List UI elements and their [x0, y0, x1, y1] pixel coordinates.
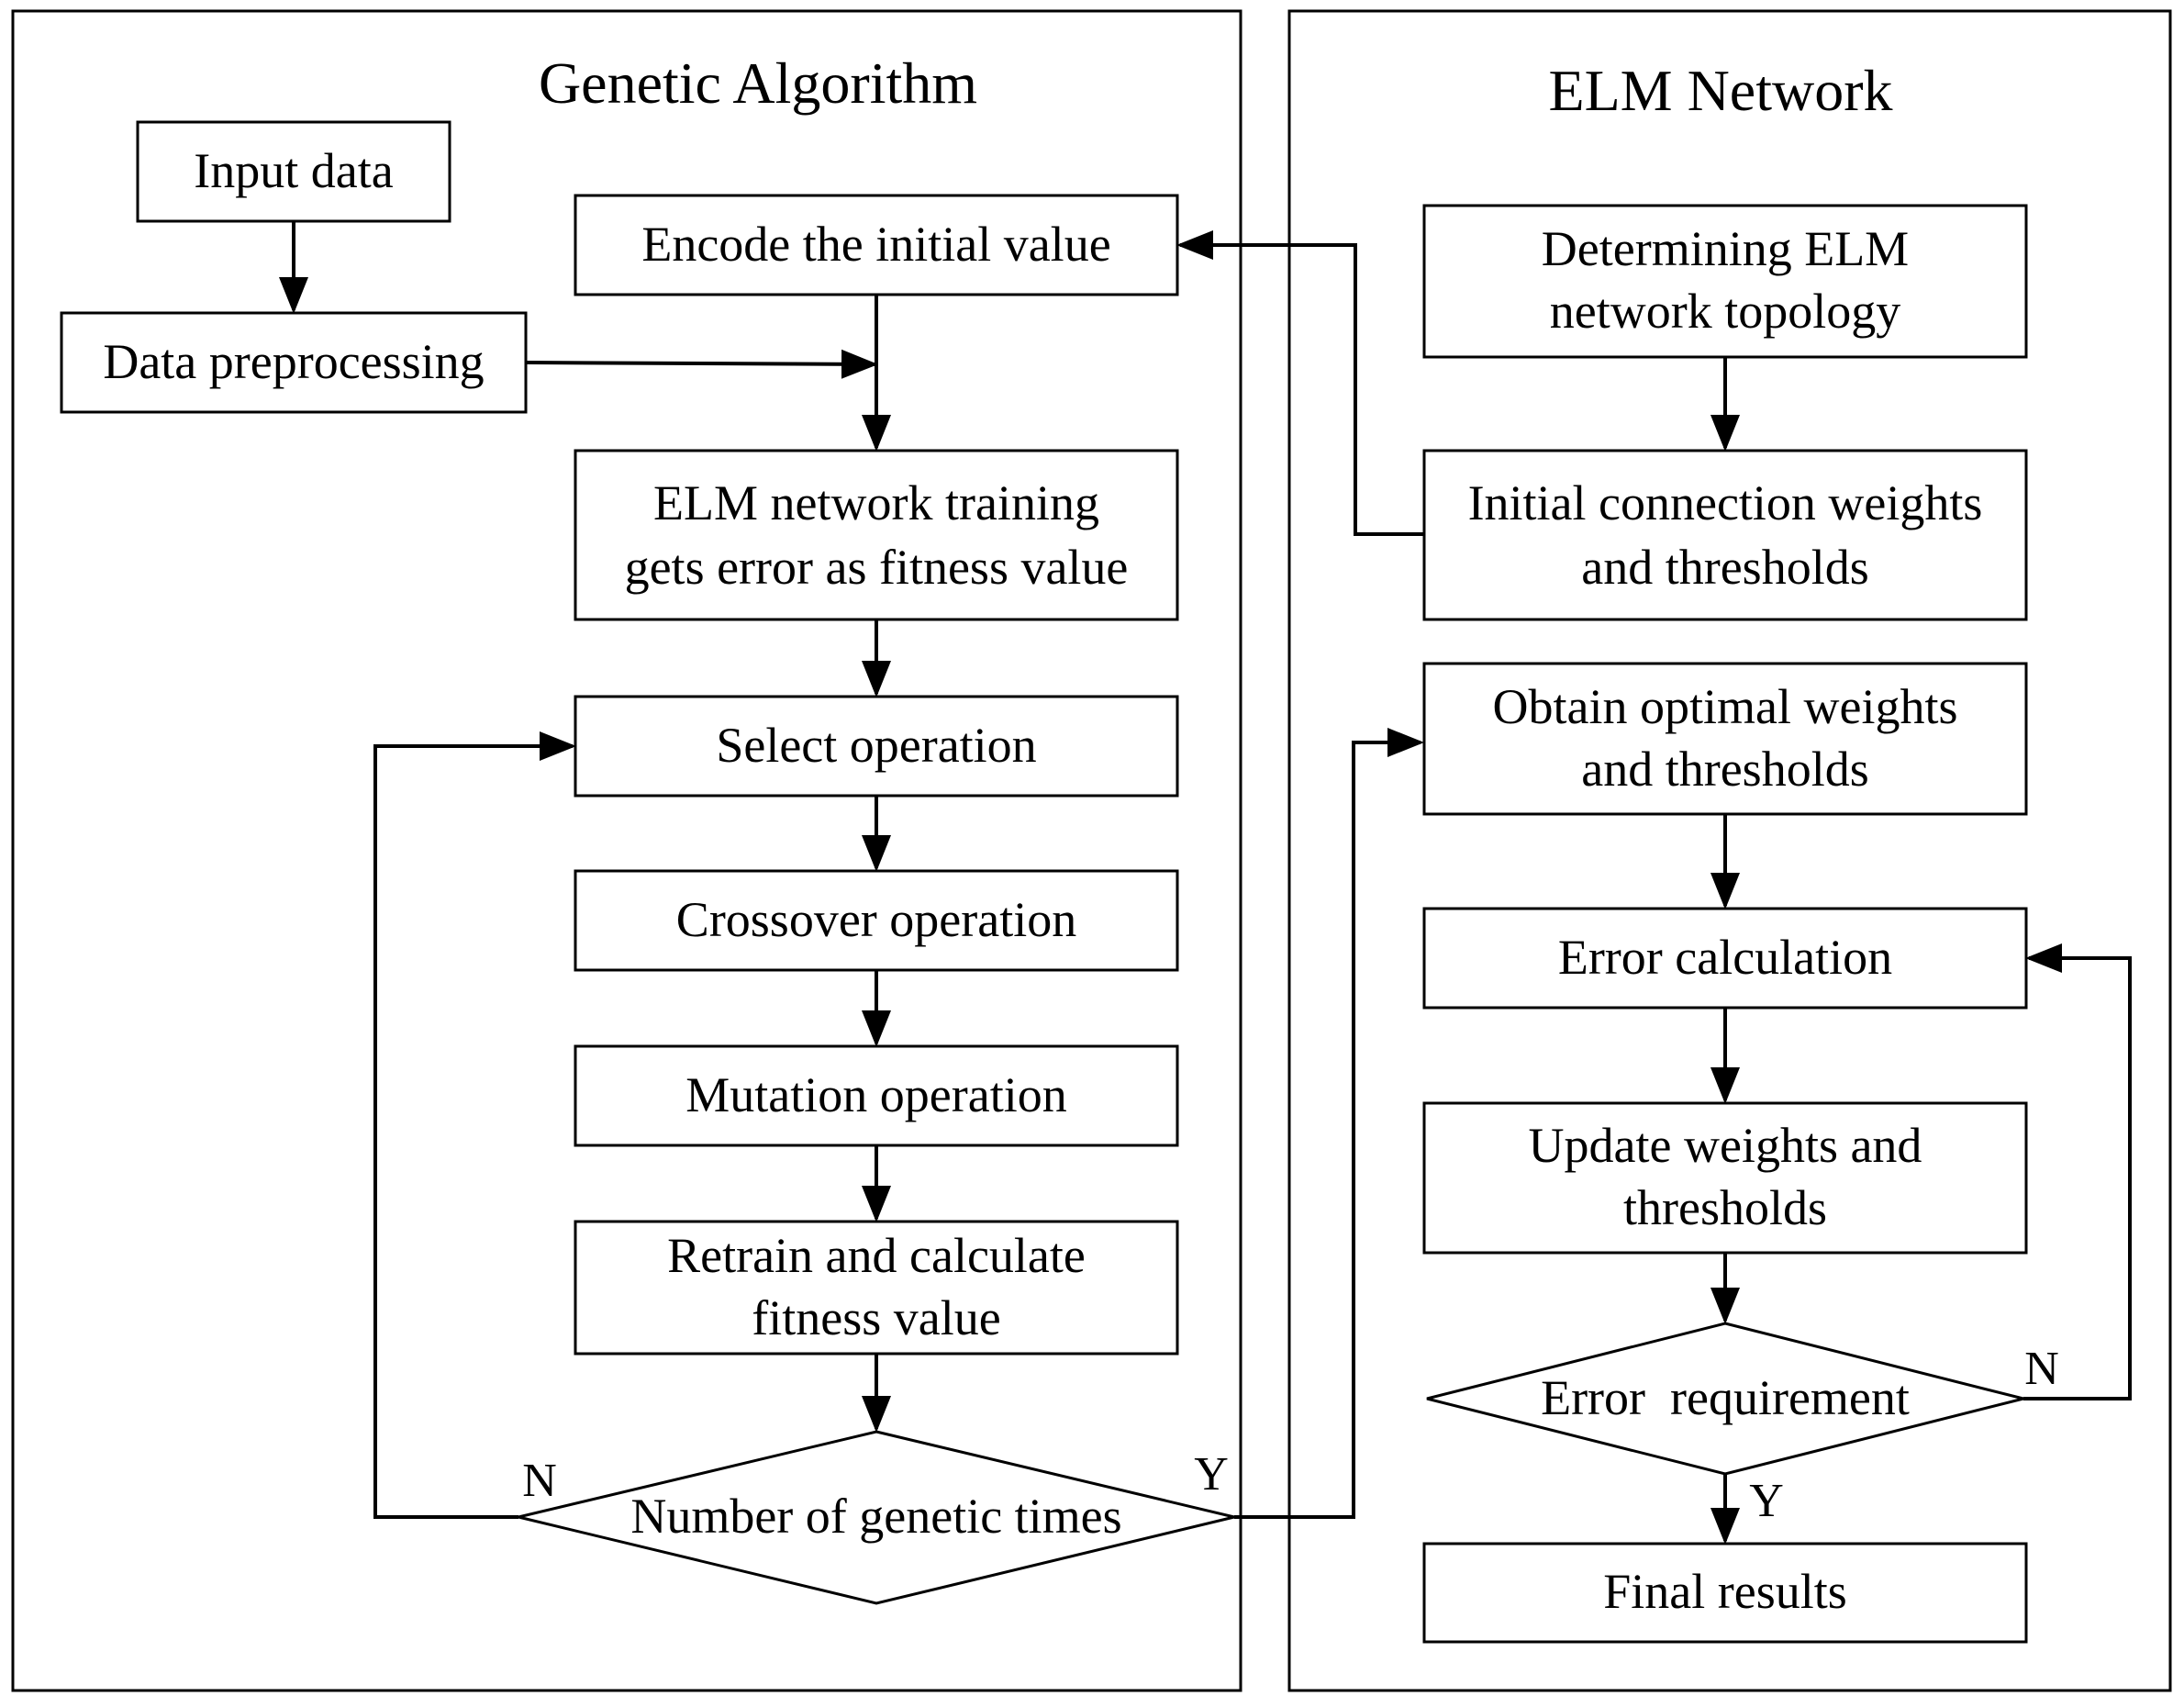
training-label-line2: gets error as fitness value: [625, 540, 1129, 595]
elm-panel-title: ELM Network: [1548, 58, 1892, 123]
training-label-line1: ELM network training: [653, 475, 1099, 530]
error-calc-box: [1422, 907, 2028, 1010]
topology-label-line2: network topology: [1550, 284, 1900, 339]
genetic-times-label: Number of genetic times: [630, 1489, 1121, 1544]
data-preprocessing-box: [60, 311, 528, 414]
arrow-yes-to-optimal: [1234, 728, 1424, 1519]
update-label-line1: Update weights and: [1529, 1118, 1922, 1173]
error-calc-label: Error calculation: [1558, 930, 1892, 985]
input-data-label: Input data: [194, 143, 393, 198]
initial-weights-label-line1: Initial connection weights: [1468, 475, 1983, 530]
final-results-label: Final results: [1603, 1564, 1847, 1619]
arrow-no-loop-to-error-calc: [2023, 943, 2132, 1400]
training-box: [574, 449, 1179, 621]
error-no-label: N: [2024, 1343, 2059, 1395]
topology-label-line1: Determining ELM: [1542, 221, 1909, 276]
update-label-line2: thresholds: [1623, 1180, 1827, 1235]
data-preprocessing-label: Data preprocessing: [103, 334, 484, 389]
encode-label: Encode the initial value: [641, 217, 1110, 272]
crossover-label: Crossover operation: [676, 892, 1076, 947]
ga-panel: [11, 9, 1242, 1692]
genetic-no-label: N: [522, 1455, 557, 1507]
retrain-label-line1: Retrain and calculate: [667, 1228, 1086, 1283]
optimal-weights-label-line2: and thresholds: [1581, 742, 1868, 797]
input-data-box: [136, 120, 451, 223]
error-requirement-label: Error requirement: [1541, 1370, 1910, 1425]
crossover-box: [574, 869, 1179, 972]
initial-weights-label-line2: and thresholds: [1581, 540, 1868, 595]
ga-panel-title: Genetic Algorithm: [539, 50, 977, 116]
mutation-label: Mutation operation: [685, 1067, 1066, 1122]
genetic-yes-label: Y: [1194, 1448, 1229, 1501]
select-label: Select operation: [716, 718, 1036, 773]
initial-weights-box: [1422, 449, 2028, 621]
genetic-times-decision: [518, 1430, 1235, 1605]
arrow-preprocessing-to-main: [525, 349, 878, 379]
retrain-box: [574, 1220, 1179, 1356]
update-box: [1422, 1101, 2028, 1255]
arrow-no-loop-to-select: [373, 731, 576, 1519]
optimal-weights-label-line1: Obtain optimal weights: [1493, 679, 1958, 734]
arrow-initial-to-encode: [1176, 230, 1424, 536]
error-yes-label: Y: [1749, 1475, 1784, 1527]
encode-box: [574, 194, 1179, 296]
mutation-box: [574, 1044, 1179, 1147]
elm-panel: [1287, 9, 2172, 1692]
retrain-label-line2: fitness value: [752, 1290, 1000, 1345]
optimal-weights-box: [1422, 662, 2028, 816]
